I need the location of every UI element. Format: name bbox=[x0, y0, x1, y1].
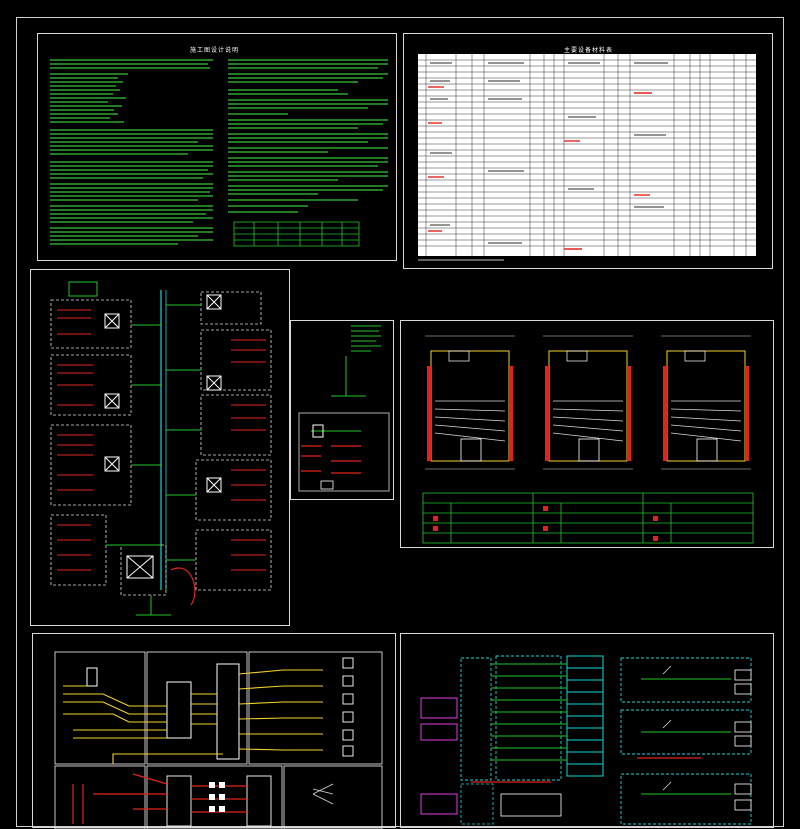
sheet-design-notes-title: 施工图设计说明 bbox=[190, 47, 240, 54]
riser-diagram-drawing bbox=[50, 281, 272, 616]
wiring-schematic-drawing bbox=[54, 651, 383, 829]
panel-schematic-drawing bbox=[298, 325, 390, 492]
sheet-plan-views bbox=[400, 320, 774, 548]
plan-view-2 bbox=[545, 350, 631, 462]
plan-views-drawing bbox=[422, 335, 754, 544]
notes-legend-table bbox=[233, 221, 360, 247]
distribution-schematic-drawing bbox=[420, 655, 752, 825]
sheet-equipment-table: 主要设备材料表 bbox=[403, 33, 773, 269]
sheet-equipment-table-title: 主要设备材料表 bbox=[564, 47, 614, 54]
sheet-panel-schematic bbox=[290, 320, 394, 500]
plan-view-1 bbox=[427, 350, 513, 462]
sheet-riser-diagram bbox=[30, 269, 290, 626]
sheet-distribution-schematic bbox=[400, 633, 774, 828]
sheet-wiring-schematic bbox=[32, 633, 396, 829]
plan-legend-table bbox=[422, 492, 754, 544]
design-notes-text-block bbox=[50, 59, 388, 247]
sheet-design-notes: 施工图设计说明 bbox=[37, 33, 397, 261]
plan-view-3 bbox=[663, 350, 749, 462]
equipment-table-grid bbox=[418, 54, 756, 261]
